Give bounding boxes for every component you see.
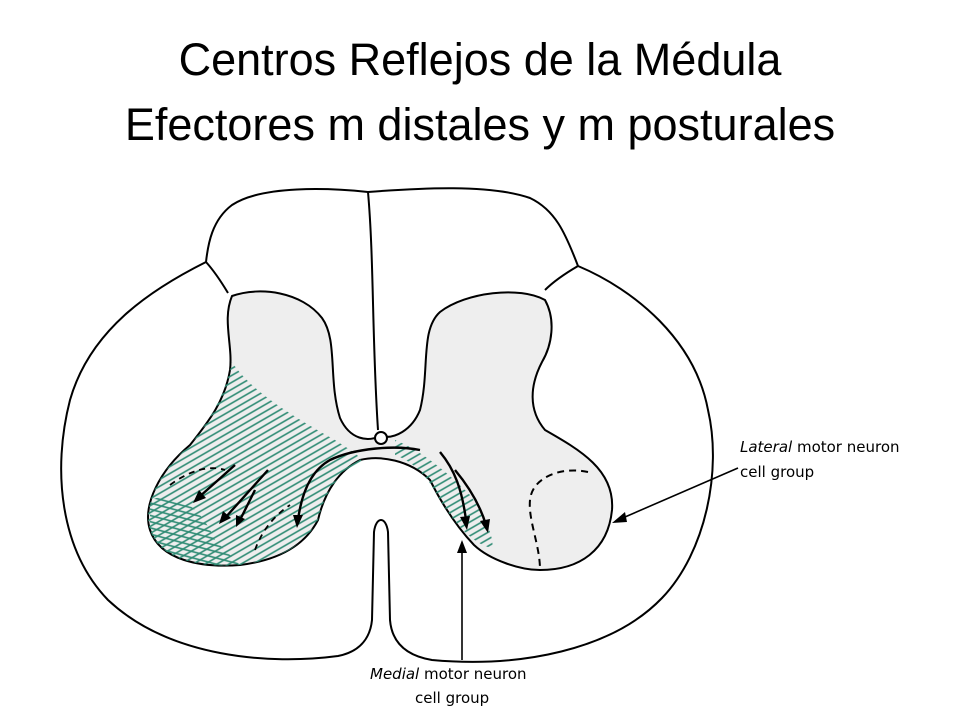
medial-cell-group-label: cell group <box>415 689 489 707</box>
axon-arrow-4 <box>439 451 468 521</box>
axon-arrow-1 <box>197 464 236 499</box>
medial-label-italic: Medial <box>370 665 420 683</box>
medial-pointer-arrowhead <box>457 540 467 553</box>
axon-arrow-3 <box>238 489 257 521</box>
axon-arrow-5 <box>454 469 488 526</box>
axon-arrows <box>197 446 488 526</box>
left-ventral-horn-dense-hatching <box>150 496 240 566</box>
lateral-pointer-line <box>617 467 739 521</box>
medial-motor-neuron-label: Medial motor neuron <box>370 665 527 683</box>
left-dorsal-root-line <box>205 261 229 294</box>
lateral-label-rest: motor neuron <box>792 438 899 456</box>
lateral-cell-group-label: cell group <box>740 463 814 481</box>
axon-arrow-2 <box>224 469 269 519</box>
right-dorsal-root-line <box>544 265 579 291</box>
lateral-motor-neuron-label: Lateral motor neuron <box>740 438 900 456</box>
left-ventral-horn-hatching <box>148 362 362 566</box>
posterior-median-septum <box>367 191 379 431</box>
lateral-motor-group-boundary <box>528 469 589 571</box>
commissural-axon-arrow <box>296 446 421 521</box>
slide-title-line-2: Efectores m distales y m posturales <box>124 99 836 150</box>
left-dashed-boundary-2 <box>254 504 291 551</box>
spinal-cord-outline <box>60 187 714 663</box>
slide-title-line-1: Centros Reflejos de la Médula <box>178 34 782 85</box>
lateral-pointer-arrowhead <box>612 512 627 523</box>
lateral-label-italic: Lateral <box>740 438 793 456</box>
central-canal <box>374 431 388 445</box>
arrowheads <box>193 490 490 533</box>
left-dashed-boundary <box>169 467 226 486</box>
medial-label-rest: motor neuron <box>419 665 526 683</box>
